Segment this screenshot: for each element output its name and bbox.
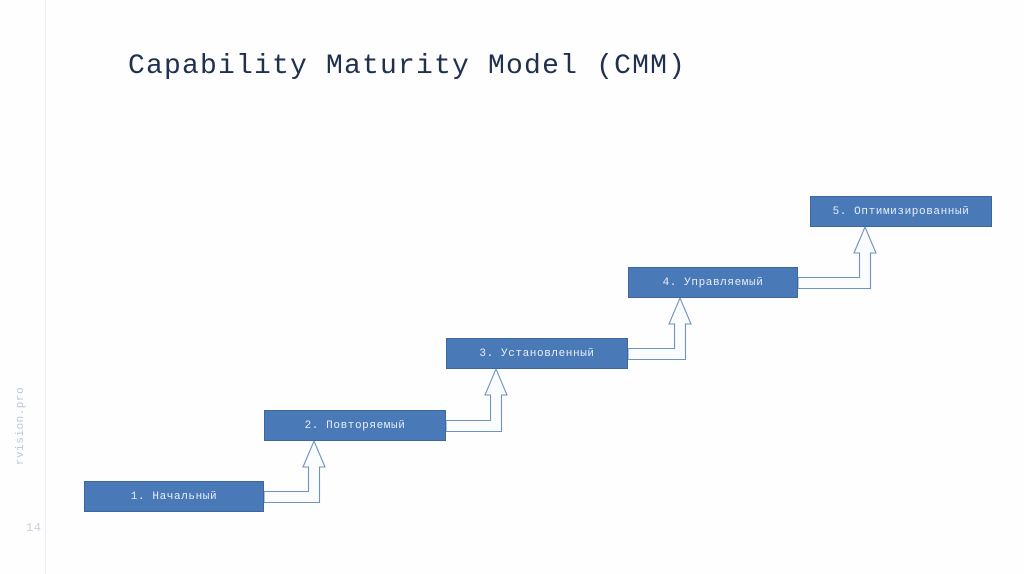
stage-box-label: 4. Управляемый: [662, 276, 764, 289]
stage-box-level-1[interactable]: 1. Начальный: [84, 481, 264, 512]
page-title: Capability Maturity Model (CMM): [128, 51, 687, 82]
stage-box-level-3[interactable]: 3. Установленный: [446, 338, 628, 369]
elbow-arrow-3-to-4: [627, 296, 692, 361]
elbow-arrow-1-to-2: [263, 439, 326, 504]
elbow-arrow-2-to-3: [445, 367, 508, 433]
left-rail: rvision.pro 14: [0, 0, 70, 574]
rail-divider: [45, 0, 46, 574]
stage-box-level-4[interactable]: 4. Управляемый: [628, 267, 798, 298]
stage-box-label: 1. Начальный: [130, 490, 218, 503]
stage-box-level-2[interactable]: 2. Повторяемый: [264, 410, 446, 441]
page-number: 14: [26, 521, 42, 535]
stage-box-level-5[interactable]: 5. Оптимизированный: [810, 196, 992, 227]
elbow-arrow-4-to-5: [797, 225, 877, 290]
stage-box-label: 2. Повторяемый: [304, 419, 406, 432]
connector-layer: [263, 225, 877, 504]
stage-box-label: 3. Установленный: [479, 347, 595, 360]
stage-box-label: 5. Оптимизированный: [832, 205, 970, 218]
